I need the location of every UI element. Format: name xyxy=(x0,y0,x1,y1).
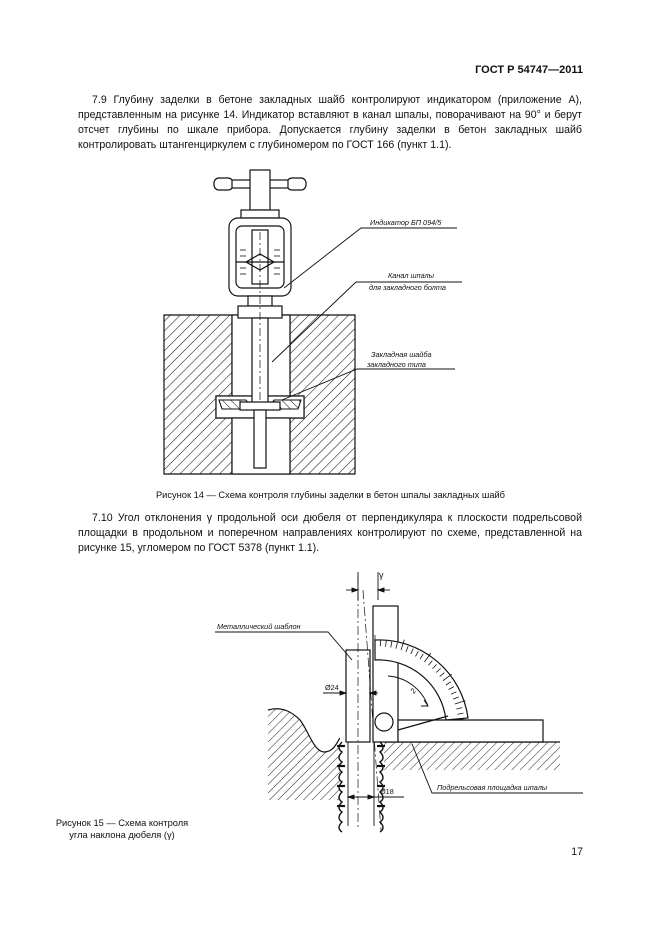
figure-15-caption-line-1: Рисунок 15 — Схема контроля xyxy=(55,818,189,828)
gamma-dimension xyxy=(346,572,390,600)
protractor-tick xyxy=(452,696,459,700)
protractor-tick xyxy=(439,672,445,677)
d24-dimension xyxy=(323,690,378,696)
platform-leader xyxy=(411,743,583,794)
protractor-tick xyxy=(415,650,419,657)
protractor xyxy=(372,605,544,743)
angle-indicator xyxy=(387,675,429,707)
protractor-tick xyxy=(405,646,409,653)
washer-label-1: Закладная шайба xyxy=(371,350,432,359)
gamma-label: γ xyxy=(379,570,384,580)
protractor-tick xyxy=(432,664,437,670)
protractor-tick xyxy=(458,718,465,720)
d24-label: Ø24 xyxy=(325,683,339,692)
figure-15-caption: Рисунок 15 — Схема контроля угла наклона… xyxy=(42,817,202,841)
protractor-tick xyxy=(448,686,455,690)
protractor-tick xyxy=(419,653,424,660)
d18-label: Ø18 xyxy=(380,787,394,796)
platform-label: Подрельсовая площадка шпалы xyxy=(437,783,548,792)
figure-14-caption: Рисунок 14 — Схема контроля глубины заде… xyxy=(155,490,506,500)
standard-header: ГОСТ Р 54747—2011 xyxy=(475,64,583,76)
indicator-label: Индикатор БП 094/5 xyxy=(370,218,442,227)
dowel-thread xyxy=(337,738,385,833)
channel-label-2: для закладного болта xyxy=(369,283,446,292)
protractor-tick xyxy=(456,707,463,710)
figure-15-caption-line-2: угла наклона дюбеля (γ) xyxy=(69,830,175,840)
angle-mark: 2 xyxy=(408,687,418,696)
protractor-tick xyxy=(410,648,414,655)
template-label: Металлический шаблон xyxy=(217,622,301,631)
indicator-device xyxy=(213,169,307,470)
protractor-tick xyxy=(450,691,457,695)
metal-template xyxy=(345,575,382,831)
paragraph-7-10: 7.10 Угол отклонения γ продольной оси дю… xyxy=(78,512,582,554)
protractor-tick xyxy=(395,642,398,649)
protractor-tick xyxy=(457,712,464,715)
protractor-tick xyxy=(390,641,393,648)
protractor-tick xyxy=(424,652,432,663)
protractor-tick xyxy=(385,640,387,647)
washer-label-2: закладного типа xyxy=(366,360,426,369)
protractor-tick xyxy=(445,681,452,686)
protractor-tick xyxy=(442,673,453,681)
figure-14-leaders xyxy=(271,227,462,401)
protractor-tick xyxy=(454,700,466,705)
paragraph-7-9: 7.9 Глубину заделки в бетоне закладных ш… xyxy=(78,94,582,151)
protractor-tick xyxy=(435,668,441,673)
d18-dimension xyxy=(346,794,404,800)
sleeper-surface xyxy=(267,708,560,800)
page-number: 17 xyxy=(571,846,583,858)
template-leader xyxy=(215,631,353,661)
protractor-tick xyxy=(428,660,433,666)
protractor-tick xyxy=(400,639,405,651)
channel-label-1: Канал шпалы xyxy=(388,271,435,280)
